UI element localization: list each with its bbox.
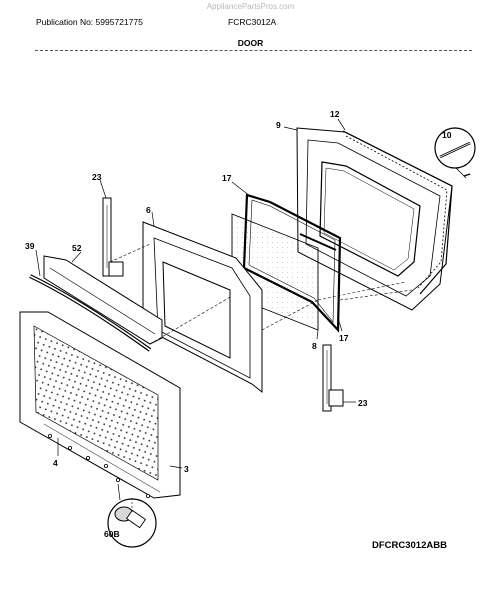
callout-17-lower: 17: [339, 333, 349, 343]
watermark: AppliancePartsPros.com: [206, 2, 295, 11]
door-trim: [43, 255, 163, 345]
diagram-code: DFCRC3012ABB: [372, 540, 447, 551]
callout-39: 39: [25, 241, 35, 251]
door-handle: [29, 274, 152, 352]
hinge-upper: [102, 197, 124, 277]
callout-8: 8: [312, 341, 317, 351]
model-number: FCRC3012A: [228, 17, 277, 27]
callout-23-upper: 23: [92, 172, 102, 182]
header-divider: [35, 50, 472, 51]
callout-60b: 60B: [104, 529, 120, 539]
assembly-lines: [109, 243, 413, 345]
callout-52: 52: [72, 243, 82, 253]
detail-circle-screw-60b: [107, 498, 157, 548]
door-gasket: [342, 130, 453, 295]
section-title: DOOR: [237, 38, 264, 48]
callout-17-upper: 17: [222, 173, 232, 183]
callout-23-lower: 23: [358, 398, 368, 408]
callout-6: 6: [146, 205, 151, 215]
callout-12: 12: [330, 109, 340, 119]
publication-number: Publication No: 5995721775: [36, 17, 143, 27]
callout-4: 4: [53, 458, 58, 468]
inner-door-panel: [296, 127, 453, 311]
detail-circle-screw: [434, 127, 476, 179]
hinge-lower: [322, 344, 344, 412]
callout-3: 3: [184, 464, 189, 474]
outer-door-glass: [19, 311, 181, 499]
callout-9: 9: [276, 120, 281, 130]
callout-10: 10: [442, 130, 452, 140]
leader-lines: [35, 118, 356, 501]
door-screws: [48, 433, 150, 498]
